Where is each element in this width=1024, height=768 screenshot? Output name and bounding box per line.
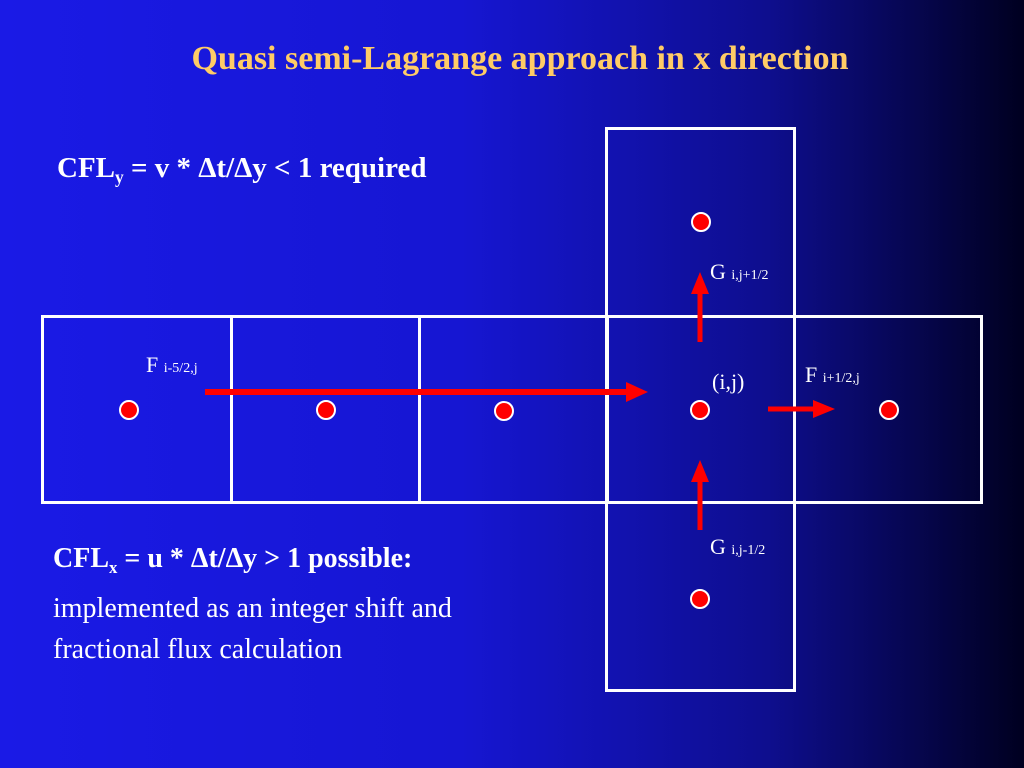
cfl-x-prefix: CFL [53,543,109,574]
grid-point-i-2 [316,400,336,420]
grid-point-i-3 [119,400,139,420]
g-top-arrow-head [691,272,709,294]
grid-point-i-1 [494,401,514,421]
f-left-sub: i-5/2,j [163,361,198,376]
f-right-arrow-head [813,400,835,418]
center-label: (i,j) [712,369,745,394]
cfl-x-line-3: fractional flux calculation [53,633,343,665]
grid-point-j-minus-1 [690,589,710,609]
cfl-y-formula: = v * Δt/Δy < 1 required [123,152,427,184]
shift-arrow-head [626,382,648,402]
cfl-y-condition: CFLy = v * Δt/Δy < 1 required [57,152,426,188]
cfl-x-formula: = u * Δt/Δy > 1 possible: [117,543,413,574]
grid-point-i-plus-1 [879,400,899,420]
slide-title: Quasi semi-Lagrange approach in x direct… [191,40,849,77]
cfl-x-heading: CFLx = u * Δt/Δy > 1 possible: [53,538,573,588]
cfl-y-subscript: y [115,167,124,188]
g-bottom-arrow-head [691,460,709,482]
grid-point-center [690,400,710,420]
f-right-label: F i+1/2,j [805,362,860,388]
g-bottom-sub: i,j-1/2 [731,543,766,558]
f-left-label: F i-5/2,j [146,352,198,378]
f-left-main: F [146,352,159,377]
cfl-x-condition: CFLx = u * Δt/Δy > 1 possible: implement… [53,538,573,670]
g-bottom-label: G i,j-1/2 [710,534,765,560]
g-top-main: G [710,259,726,284]
cfl-x-line-2: implemented as an integer shift and [53,592,452,624]
g-top-sub: i,j+1/2 [731,268,769,283]
cfl-x-subscript: x [109,557,118,577]
cfl-y-prefix: CFL [57,152,115,184]
grid-point-j-plus-1 [691,212,711,232]
g-bottom-main: G [710,534,726,559]
f-right-sub: i+1/2,j [822,371,860,386]
g-top-label: G i,j+1/2 [710,259,768,285]
f-right-main: F [805,362,818,387]
